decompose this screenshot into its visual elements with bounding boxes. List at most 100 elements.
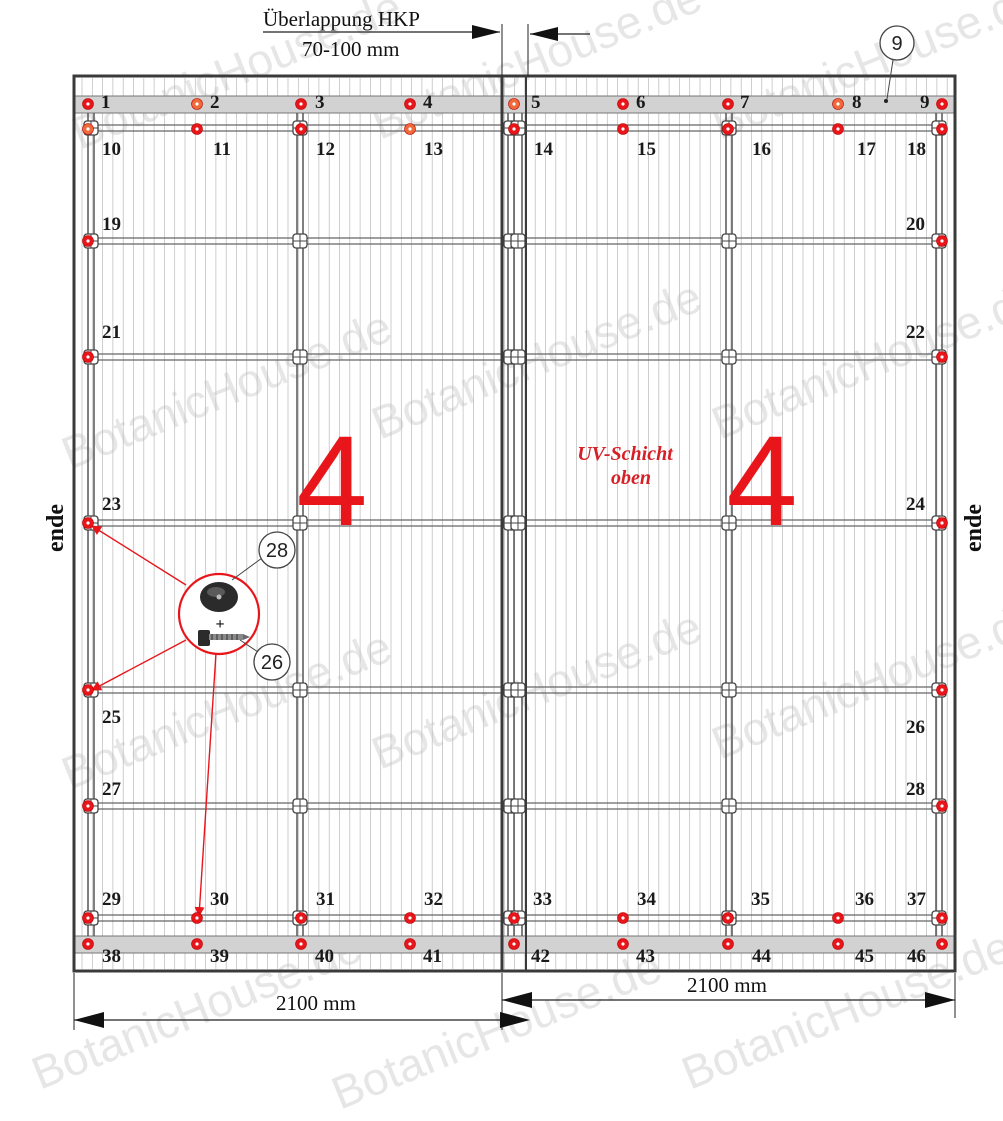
point-label-6: 6 — [636, 92, 646, 113]
fixing-point-30: 30 — [191, 889, 229, 924]
watermark-text: BotanicHouse.de — [364, 600, 708, 779]
fixing-point-37: 37 — [907, 889, 948, 924]
fixing-point-43: 43 — [617, 938, 655, 967]
fixing-point-41: 41 — [404, 938, 442, 967]
fixing-point-1: 1 — [82, 92, 111, 113]
fixing-point-4: 4 — [404, 92, 433, 113]
fixing-point-31: 31 — [295, 889, 335, 924]
point-label-44: 44 — [752, 946, 772, 967]
fixing-point-23: 23 — [82, 494, 121, 529]
callout-28-label: 28 — [266, 540, 288, 562]
point-label-32: 32 — [424, 889, 443, 910]
point-label-21: 21 — [102, 322, 121, 343]
fixing-point-45: 45 — [832, 938, 874, 967]
joint-connector — [510, 515, 526, 531]
point-label-36: 36 — [855, 889, 874, 910]
joint-connector — [721, 515, 737, 531]
side-label-left: ende — [43, 504, 69, 552]
point-label-43: 43 — [636, 946, 655, 967]
point-label-8: 8 — [852, 92, 862, 113]
callout-9-label: 9 — [891, 33, 902, 55]
point-label-13: 13 — [424, 139, 443, 160]
point-label-20: 20 — [906, 214, 925, 235]
fixing-point-39: 39 — [191, 938, 229, 967]
dim-arrow-left-icon — [74, 1012, 104, 1028]
fixing-point-8: 8 — [832, 92, 862, 113]
dimension-left: 2100 mm — [73, 973, 530, 1030]
fixing-point-40: 40 — [295, 938, 334, 967]
fixing-point-7: 7 — [722, 92, 750, 113]
fixing-point-20: 20 — [906, 214, 948, 247]
dimension-right-label: 2100 mm — [687, 973, 767, 997]
point-label-23: 23 — [102, 494, 121, 515]
point-label-16: 16 — [752, 139, 771, 160]
overlap-arrows — [466, 24, 590, 76]
fixing-point-29: 29 — [82, 889, 121, 924]
fixing-point-27: 27 — [82, 779, 122, 812]
point-label-3: 3 — [315, 92, 325, 113]
fixing-point-24: 24 — [906, 494, 948, 529]
overlap-arrow-right-icon — [530, 27, 558, 41]
fixing-point-26: 26 — [906, 684, 948, 738]
point-label-2: 2 — [210, 92, 220, 113]
point-label-41: 41 — [423, 946, 442, 967]
joint-connector — [510, 798, 526, 814]
point-label-18: 18 — [907, 139, 926, 160]
point-label-5: 5 — [531, 92, 541, 113]
fixing-point-21: 21 — [82, 322, 121, 363]
right-panel-frame — [500, 74, 957, 973]
dim-arrow-right-icon — [500, 1012, 530, 1028]
point-label-14: 14 — [534, 139, 554, 160]
point-label-17: 17 — [857, 139, 877, 160]
uv-layer-label: UV-Schicht — [577, 443, 674, 465]
fixing-point-34: 34 — [617, 889, 657, 924]
point-label-27: 27 — [102, 779, 122, 800]
point-label-4: 4 — [423, 92, 433, 113]
panel-number-right: 4 — [726, 410, 797, 553]
fixing-point-44: 44 — [722, 938, 772, 967]
joint-connector — [292, 798, 308, 814]
fixing-point-11: 11 — [191, 123, 231, 160]
callout-26-label: 26 — [261, 652, 283, 674]
joint-connector — [721, 233, 737, 249]
joint-connector — [510, 682, 526, 698]
callout-9: 9 — [879, 25, 915, 103]
point-label-9: 9 — [920, 92, 930, 113]
joint-connector — [510, 349, 526, 365]
joint-connector — [721, 349, 737, 365]
point-label-19: 19 — [102, 214, 121, 235]
joint-connector — [510, 233, 526, 249]
fixing-point-25: 25 — [82, 684, 121, 728]
joint-connector — [292, 233, 308, 249]
fixing-point-12: 12 — [295, 123, 335, 160]
dimension-right: 2100 mm — [502, 973, 956, 1018]
overlap-arrow-left-icon — [472, 25, 500, 39]
point-label-40: 40 — [315, 946, 334, 967]
fixing-point-5: 5 — [508, 92, 541, 113]
point-label-38: 38 — [102, 946, 121, 967]
fixing-point-10: 10 — [82, 123, 121, 160]
joint-connector — [292, 349, 308, 365]
point-label-26: 26 — [906, 717, 925, 738]
fixing-point-17: 17 — [832, 123, 877, 160]
point-label-1: 1 — [101, 92, 111, 113]
dimension-left-label: 2100 mm — [276, 991, 356, 1015]
screw-kit-detail: + 28 26 — [91, 525, 296, 917]
callout-28: 28 — [231, 531, 296, 581]
point-label-37: 37 — [907, 889, 927, 910]
uv-layer-sublabel: oben — [611, 467, 651, 489]
point-label-25: 25 — [102, 707, 121, 728]
point-label-35: 35 — [751, 889, 770, 910]
point-label-34: 34 — [637, 889, 657, 910]
point-label-12: 12 — [316, 139, 335, 160]
joint-connector — [292, 515, 308, 531]
fixing-point-3: 3 — [295, 92, 325, 113]
side-label-right: ende — [961, 504, 987, 552]
fixing-point-16: 16 — [722, 123, 771, 160]
fixing-point-6: 6 — [617, 92, 646, 113]
point-label-42: 42 — [531, 946, 550, 967]
fixing-point-18: 18 — [907, 123, 948, 160]
point-label-46: 46 — [907, 946, 926, 967]
